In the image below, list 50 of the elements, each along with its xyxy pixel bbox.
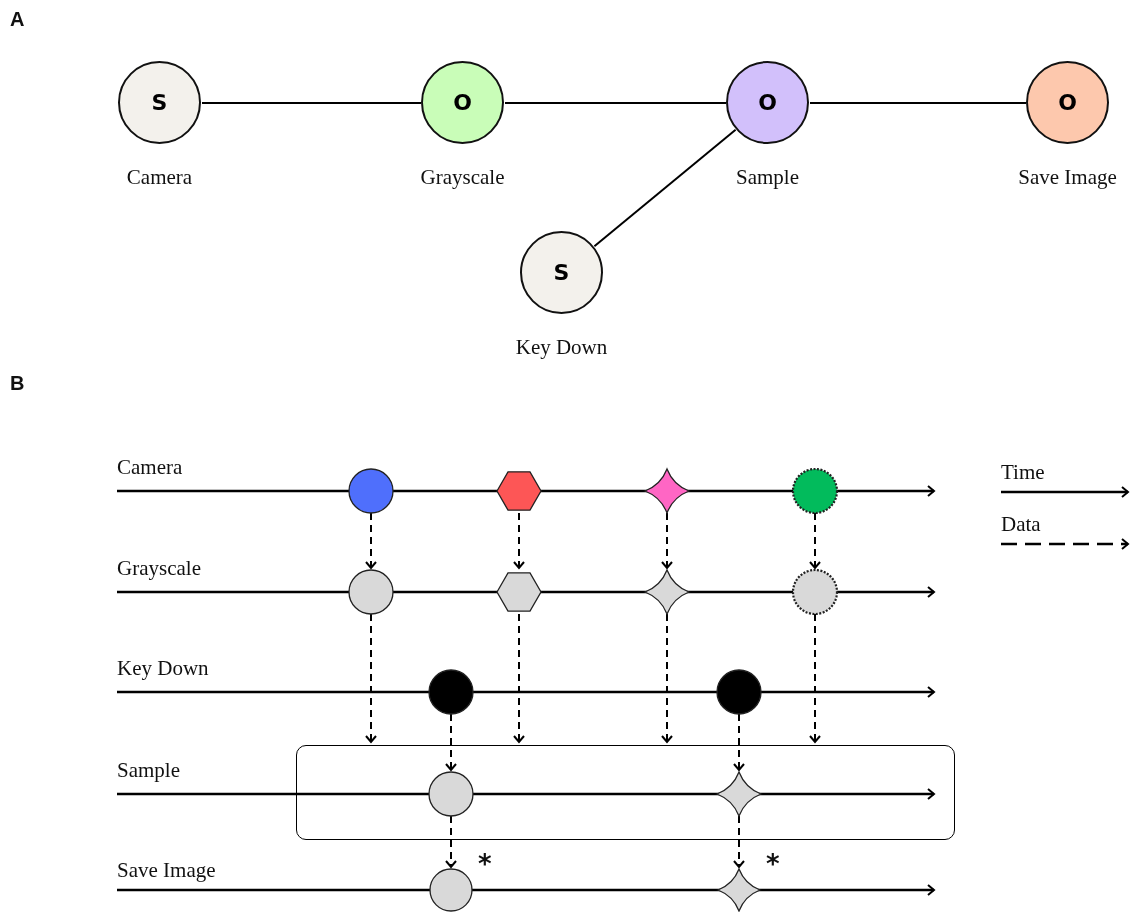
- legend-label: Data: [1001, 512, 1041, 537]
- marble-circle: [791, 467, 839, 515]
- dashed-arrow: [809, 613, 821, 743]
- node-caption: Key Down: [515, 335, 608, 360]
- node-caption: Grayscale: [420, 165, 505, 190]
- node-letter: S: [151, 90, 168, 115]
- dashed-arrow: [661, 613, 673, 743]
- node-letter: O: [758, 90, 777, 115]
- asterisk-mark: *: [766, 849, 780, 879]
- dashed-arrow: [733, 713, 745, 771]
- dashed-arrow: [365, 512, 377, 569]
- asterisk-mark: *: [478, 849, 492, 879]
- dashed-arrow: [445, 815, 457, 868]
- marble-circle: [428, 867, 474, 912]
- row-label: Sample: [117, 758, 180, 783]
- panel-letter: B: [10, 372, 25, 395]
- marble-star: [716, 867, 762, 912]
- connector-line: [809, 102, 1027, 104]
- panel-letter: A: [10, 8, 25, 31]
- marble-circle: [347, 467, 395, 515]
- dashed-arrow: [365, 613, 377, 743]
- row-label: Camera: [117, 455, 183, 480]
- dashed-arrow: [513, 613, 525, 743]
- marble-circle: [347, 568, 395, 616]
- marble-star: [643, 568, 691, 616]
- node-letter: S: [553, 260, 570, 285]
- node-caption: Camera: [126, 165, 193, 190]
- connector-line: [504, 102, 727, 104]
- row-label: Save Image: [117, 858, 216, 883]
- marble-circle: [427, 668, 475, 716]
- legend-label: Time: [1001, 460, 1045, 485]
- dashed-arrow: [513, 512, 525, 569]
- marble-star: [714, 769, 763, 818]
- marble-circle: [715, 668, 763, 716]
- node-letter: O: [1058, 90, 1077, 115]
- marble-star: [643, 467, 691, 515]
- operator-box: [296, 745, 955, 840]
- dashed-arrow: [445, 713, 457, 771]
- node-caption: Sample: [736, 165, 799, 190]
- node-caption: Save Image: [1018, 165, 1117, 190]
- marble-circle: [426, 769, 475, 818]
- connector-line: [201, 102, 422, 104]
- dashed-arrow: [809, 512, 821, 569]
- row-label: Key Down: [117, 656, 209, 681]
- connector-line: [593, 128, 737, 248]
- node-letter: O: [453, 90, 472, 115]
- row-label: Grayscale: [117, 556, 201, 581]
- dashed-arrow: [733, 815, 745, 868]
- dashed-arrow: [661, 512, 673, 569]
- marble-circle: [791, 568, 839, 616]
